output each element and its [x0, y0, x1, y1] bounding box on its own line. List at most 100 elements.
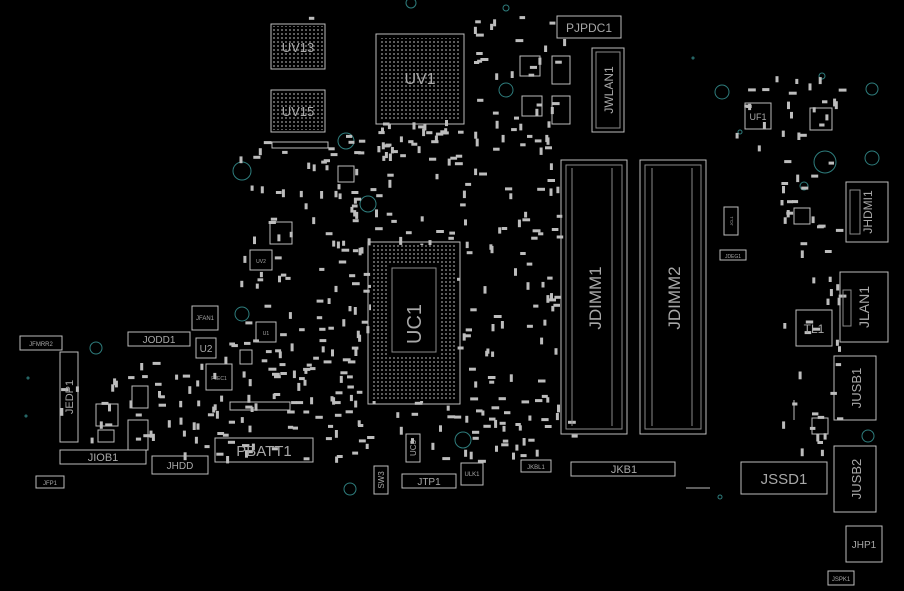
component-jcl1[interactable]: JCL1 — [723, 206, 739, 236]
smd-part — [365, 443, 369, 449]
component-jusb2[interactable]: JUSB2 — [833, 445, 877, 513]
component-pbatt1[interactable]: PBATT1 — [214, 437, 314, 463]
smd-part — [325, 232, 333, 236]
smd-part — [823, 433, 827, 440]
smd-part — [481, 410, 485, 416]
smd-part — [280, 273, 287, 277]
component-uc1[interactable]: UC1 — [367, 241, 461, 405]
smd-part — [428, 240, 432, 246]
smd-part — [517, 219, 521, 228]
smd-part — [213, 372, 217, 379]
component-jhp1[interactable]: JHP1 — [845, 525, 883, 563]
component-jwlan1[interactable]: JWLAN1 — [591, 47, 625, 133]
smd-part — [783, 323, 787, 329]
smd-part — [520, 454, 527, 458]
component-jodd1[interactable]: JODD1 — [127, 331, 191, 347]
component-u2[interactable]: U2 — [195, 337, 217, 359]
component-uv2[interactable]: UV2 — [249, 249, 273, 271]
component-jspk1[interactable]: JSPK1 — [827, 570, 855, 586]
smd-part — [464, 219, 467, 226]
smd-part — [152, 361, 161, 365]
smd-part — [367, 284, 374, 288]
smd-part — [543, 319, 547, 326]
component-jkb1[interactable]: JKB1 — [570, 461, 676, 477]
label-jodd1: JODD1 — [143, 335, 176, 346]
label-ulk1: ULK1 — [464, 472, 480, 478]
label-uc3: UC3 — [409, 439, 418, 456]
smd-part — [784, 160, 792, 164]
smd-part — [335, 391, 343, 395]
label-jedp1: JEDP1 — [64, 380, 76, 414]
smd-part — [231, 344, 238, 348]
component-uv13[interactable]: UV13 — [270, 23, 326, 70]
component-ulk1[interactable]: ULK1 — [460, 462, 484, 486]
component-jedp1[interactable]: JEDP1 — [59, 351, 79, 443]
smd-part — [473, 26, 477, 34]
component-jfan1[interactable]: JFAN1 — [191, 305, 219, 331]
via — [498, 82, 514, 98]
via — [343, 482, 357, 496]
smd-part — [299, 190, 303, 198]
smd-part — [519, 16, 526, 20]
component-jdeg1[interactable]: JDEG1 — [719, 249, 747, 261]
component-jusb1[interactable]: JUSB1 — [833, 355, 877, 421]
smd-part — [544, 45, 548, 52]
label-jkbl1: JKBL1 — [527, 465, 545, 471]
smd-part — [271, 447, 278, 451]
component-jssd1[interactable]: JSSD1 — [740, 461, 828, 495]
smd-part — [477, 98, 484, 102]
smd-part — [328, 326, 334, 330]
component-jtp1[interactable]: JTP1 — [401, 473, 457, 489]
smd-part — [244, 341, 251, 345]
smd-part — [253, 155, 261, 159]
component-jiob1[interactable]: JIOB1 — [59, 449, 147, 465]
smd-part — [334, 285, 338, 293]
smd-part — [381, 127, 384, 133]
component-jkbl1[interactable]: JKBL1 — [520, 459, 552, 473]
component-pjec1[interactable]: PJEC1 — [205, 363, 233, 391]
component-pjpdc1[interactable]: PJPDC1 — [556, 15, 622, 39]
label-jlan1: JLAN1 — [856, 286, 872, 328]
smd-part — [342, 358, 351, 362]
component-jdimm2[interactable]: JDIMM2 — [639, 159, 707, 435]
component-jfp1[interactable]: JFP1 — [35, 475, 65, 489]
smd-part — [555, 60, 562, 64]
smd-part — [384, 152, 388, 159]
component-jlan1[interactable]: JLAN1 — [839, 271, 889, 343]
via — [864, 150, 880, 166]
smd-part — [546, 397, 550, 403]
component-uv15[interactable]: UV15 — [270, 89, 326, 133]
component-sw3[interactable]: SW3 — [373, 465, 389, 495]
smd-part — [336, 241, 340, 249]
component-jdimm1[interactable]: JDIMM1 — [560, 159, 628, 435]
smd-part — [227, 440, 235, 444]
smd-part — [275, 349, 282, 353]
component-uv1[interactable]: UV1 — [375, 33, 465, 125]
smd-part — [325, 165, 329, 171]
smd-part — [556, 186, 560, 194]
component-uc3[interactable]: UC3 — [405, 433, 421, 463]
smd-part — [547, 276, 553, 280]
smd-part — [554, 295, 562, 299]
smd-part — [151, 433, 155, 441]
smd-part — [469, 367, 476, 371]
smd-part — [288, 312, 292, 319]
smd-part — [228, 420, 235, 424]
smd-part — [354, 197, 362, 201]
smd-part — [460, 203, 466, 207]
smd-part — [280, 333, 287, 337]
component-jfmrr2[interactable]: JFMRR2 — [19, 335, 63, 351]
smd-part — [325, 437, 332, 441]
smd-part — [337, 184, 341, 190]
smd-part — [304, 368, 308, 374]
component-u1[interactable]: U1 — [255, 321, 277, 343]
smd-part — [331, 349, 334, 357]
component-tl1[interactable]: TL1 — [795, 309, 833, 347]
label-jkb1: JKB1 — [611, 464, 637, 476]
smd-part — [519, 123, 523, 131]
component-jhdd[interactable]: JHDD — [151, 455, 209, 475]
smd-part — [838, 88, 847, 92]
via — [737, 129, 743, 135]
component-uf1[interactable]: UF1 — [744, 102, 833, 131]
component-jhdmi1[interactable]: JHDMI1 — [845, 181, 889, 243]
